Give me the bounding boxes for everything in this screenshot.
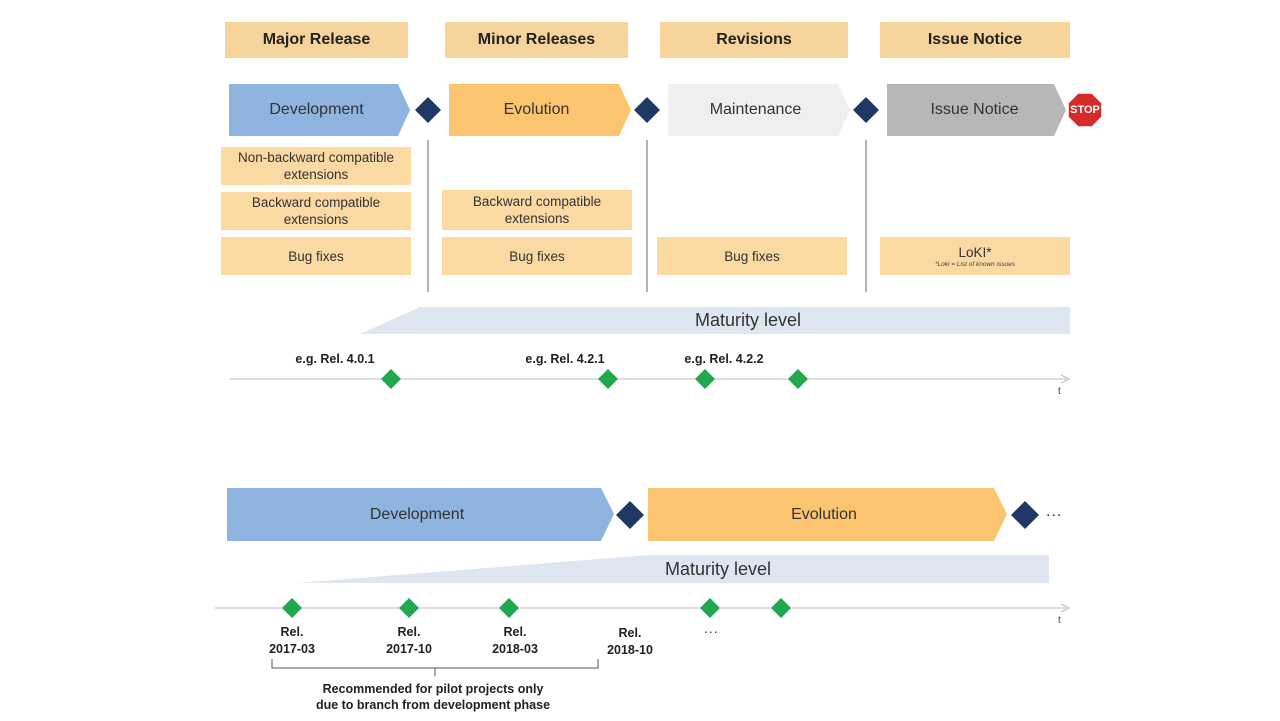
release-label-line2: 2017-10 bbox=[386, 642, 432, 656]
maturity-wedge bbox=[360, 307, 1070, 334]
maturity-wedge-bottom bbox=[296, 555, 1049, 583]
axis-t-label-bottom: t bbox=[1058, 615, 1061, 626]
milestone-diamond bbox=[1011, 501, 1039, 529]
phase-label-development-bottom: Development bbox=[369, 505, 465, 523]
phase-arrow-maintenance bbox=[668, 84, 850, 136]
release-diamond bbox=[282, 598, 302, 618]
stop-sign-label: STOP bbox=[1070, 104, 1100, 116]
phase-arrow-evolution bbox=[449, 84, 631, 136]
release-diamond bbox=[598, 369, 618, 389]
item-box: Backward compatible extensions bbox=[221, 192, 411, 230]
phase-label-maintenance: Maintenance bbox=[709, 101, 802, 118]
phase-arrow-development-bottom bbox=[227, 488, 614, 541]
axis-arrowhead bbox=[1060, 603, 1071, 613]
release-diamond bbox=[788, 369, 808, 389]
item-box: Non-backward compatible extensions bbox=[221, 147, 411, 185]
item-box: Bug fixes bbox=[442, 237, 632, 275]
milestone-diamond bbox=[415, 97, 441, 123]
maturity-label: Maturity level bbox=[694, 310, 802, 330]
release-diamond bbox=[399, 598, 419, 618]
item-box: Bug fixes bbox=[221, 237, 411, 275]
release-label: e.g. Rel. 4.2.2 bbox=[684, 352, 764, 366]
loki-label: LoKI* bbox=[958, 244, 992, 260]
release-label-2017-10: Rel. 2017-10 bbox=[369, 624, 449, 658]
release-label-line2: 2017-03 bbox=[269, 642, 315, 656]
milestone-diamond bbox=[616, 501, 644, 529]
release-label-line1: Rel. bbox=[397, 625, 421, 639]
pilot-bracket bbox=[271, 659, 599, 669]
release-label: e.g. Rel. 4.2.1 bbox=[525, 352, 605, 366]
header-minor-releases: Minor Releases bbox=[445, 22, 628, 58]
header-revisions: Revisions bbox=[660, 22, 848, 58]
item-box-loki: LoKI* *Loki = List of known issues bbox=[880, 237, 1070, 275]
pilot-note: Recommended for pilot projects only due … bbox=[283, 681, 583, 713]
axis-t-label: t bbox=[1058, 386, 1061, 397]
pilot-note-line1: Recommended for pilot projects only bbox=[322, 682, 544, 696]
continuation-ellipsis: ... bbox=[1046, 503, 1063, 520]
release-label-line2: 2018-03 bbox=[492, 642, 538, 656]
release-label-2018-03: Rel. 2018-03 bbox=[475, 624, 555, 658]
axis-arrowhead bbox=[1060, 374, 1071, 384]
maturity-label-bottom: Maturity level bbox=[664, 558, 772, 579]
header-major-release: Major Release bbox=[225, 22, 408, 58]
release-diamond bbox=[700, 598, 720, 618]
phase-arrow-development bbox=[229, 84, 410, 136]
phase-arrow-issue-notice bbox=[887, 84, 1066, 136]
item-box: Bug fixes bbox=[657, 237, 847, 275]
header-issue-notice: Issue Notice bbox=[880, 22, 1070, 58]
release-label: e.g. Rel. 4.0.1 bbox=[295, 352, 375, 366]
release-diamond bbox=[695, 369, 715, 389]
release-label-2018-10: Rel. 2018-10 bbox=[590, 625, 670, 659]
release-diamond bbox=[771, 598, 791, 618]
timeline-ellipsis: ... bbox=[704, 620, 719, 636]
milestone-diamond bbox=[853, 97, 879, 123]
release-label-line1: Rel. bbox=[280, 625, 304, 639]
release-label-line1: Rel. bbox=[503, 625, 527, 639]
release-label-2017-03: Rel. 2017-03 bbox=[252, 624, 332, 658]
phase-label-evolution: Evolution bbox=[503, 101, 570, 118]
release-label-line2: 2018-10 bbox=[607, 643, 653, 657]
loki-footnote: *Loki = List of known issues bbox=[934, 260, 1016, 268]
phase-label-evolution-bottom: Evolution bbox=[791, 505, 857, 523]
release-diamond bbox=[381, 369, 401, 389]
milestone-diamond bbox=[634, 97, 660, 123]
release-diamond bbox=[499, 598, 519, 618]
phase-arrow-evolution-bottom bbox=[648, 488, 1007, 541]
phase-label-development: Development bbox=[269, 101, 364, 118]
phase-label-issue-notice: Issue Notice bbox=[930, 101, 1019, 118]
pilot-note-line2: due to branch from development phase bbox=[315, 698, 551, 712]
release-label-line1: Rel. bbox=[618, 626, 642, 640]
item-box: Backward compatible extensions bbox=[442, 190, 632, 230]
stop-sign-icon bbox=[1067, 92, 1103, 128]
